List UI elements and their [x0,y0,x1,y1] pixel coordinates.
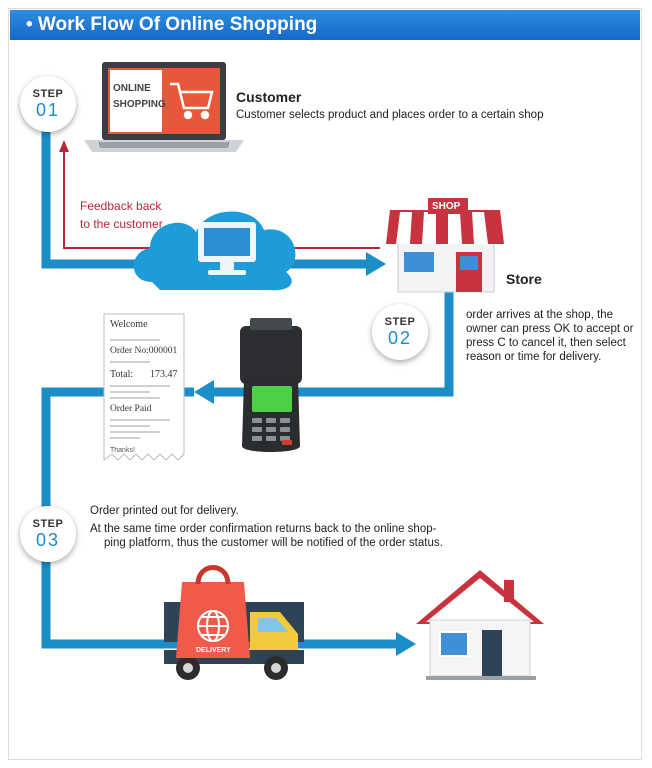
delivery-truck-icon [164,565,304,680]
receipt-total-label: Total: [110,369,134,380]
feedback-arrow [59,140,69,152]
shop-sign: SHOP [432,201,461,212]
laptop-screen-line-1: ONLINE [113,83,151,94]
delivery-line-1: Order printed out for delivery. [90,505,239,517]
store-description-line-4: reason or time for delivery. [466,351,602,363]
shopping-cart-icon [170,82,214,120]
step-02-badge: STEP 02 [372,304,428,360]
laptop-icon [84,62,244,152]
customer-description: Customer selects product and places orde… [236,109,544,121]
receipt-order-no: Order No:000001 [110,346,178,356]
flow-arrow-to-terminal [194,380,214,404]
page-title: • Work Flow Of Online Shopping [10,10,640,40]
receipt-paid: Order Paid [110,404,152,414]
store-description-line-1: order arrives at the shop, the [466,309,614,321]
bag-label: DELIVERY [196,647,231,654]
customer-title: Customer [236,89,302,105]
laptop-screen-line-2: SHOPPING [113,99,166,110]
receipt-icon [103,313,185,461]
flow-arrow-to-home [396,632,416,656]
home-icon [416,570,544,680]
step-01-badge: STEP 01 [20,76,76,132]
step-number: 02 [387,328,413,348]
receipt-total-value: 173.47 [150,369,178,380]
shop-icon [386,198,504,293]
store-description-line-3: press C to cancel it, then select [466,337,626,349]
step-number: 03 [35,530,61,550]
store-description-line-2: owner can press OK to accept or [466,323,634,335]
feedback-line-1: Feedback back [80,199,162,213]
delivery-line-3: ping platform, thus the customer will be… [104,537,443,549]
globe-icon [197,610,229,642]
delivery-line-2: At the same time order confirmation retu… [90,523,437,535]
step-03-badge: STEP 03 [20,506,76,562]
step-label: STEP [32,88,64,100]
feedback-line-2: to the customer [80,217,163,231]
store-title: Store [506,271,542,287]
cloud-icon [133,211,296,291]
step-label: STEP [384,316,416,328]
receipt-thanks: Thanks! [110,447,135,454]
step-number: 01 [35,100,61,120]
payment-terminal-icon [240,318,302,452]
step-label: STEP [32,518,64,530]
flow-arrow-to-store [366,252,386,276]
receipt-header: Welcome [110,319,148,330]
